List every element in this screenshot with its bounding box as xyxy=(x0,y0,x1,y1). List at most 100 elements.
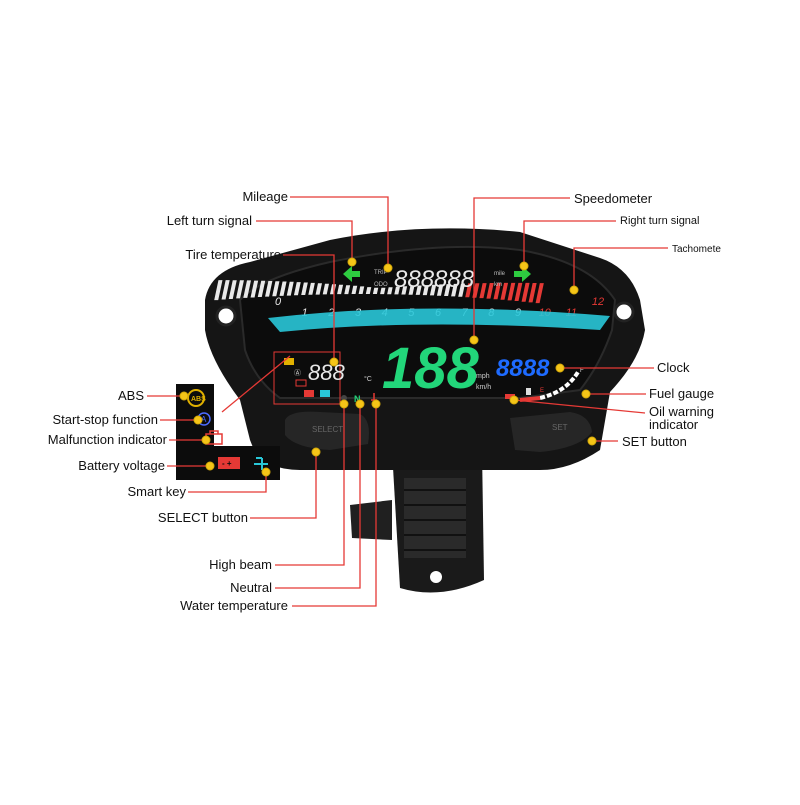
label-tachometer: Tachomete xyxy=(672,244,721,255)
tach-bar xyxy=(243,280,251,298)
unit-mph: mph xyxy=(476,373,490,380)
speed-display: 188 mph km/h xyxy=(380,336,491,401)
unit-kmh: km/h xyxy=(476,384,491,391)
battery-light-icon xyxy=(304,390,314,397)
label-smart-key: Smart key xyxy=(127,484,186,499)
tach-bar xyxy=(344,285,351,295)
accent-bar xyxy=(268,308,610,332)
label-oil-warning-line1: Oil warning xyxy=(649,404,715,419)
label-tire-temperature: Tire temperature xyxy=(185,247,281,262)
tach-bar xyxy=(458,283,466,297)
tach-bar xyxy=(514,282,523,301)
trip-label: TRIP xyxy=(374,270,388,276)
tach-bar xyxy=(528,283,537,303)
tach-bar xyxy=(444,284,451,297)
tach-bar xyxy=(436,284,444,296)
mounting-bracket xyxy=(350,450,484,593)
set-button-housing xyxy=(510,412,592,452)
tach-bar xyxy=(265,281,273,297)
label-clock: Clock xyxy=(657,360,690,375)
speed-digits: 188 xyxy=(382,336,480,401)
tach-bar xyxy=(257,280,266,298)
tach-bar xyxy=(415,285,422,295)
tach-bar xyxy=(486,283,494,299)
abs-icon-glyph: ABS xyxy=(191,396,206,403)
right-turn-arrow-icon xyxy=(514,266,531,282)
tach-bar xyxy=(521,282,530,302)
tach-bar xyxy=(228,280,237,300)
tach-bar xyxy=(493,282,501,300)
label-start-stop-function: Start-stop function xyxy=(52,412,159,427)
tach-scale-label: 12 xyxy=(592,296,604,308)
tach-bar xyxy=(308,282,315,295)
tach-bar xyxy=(272,281,280,297)
start-stop-light-icon: Ⓐ xyxy=(294,369,301,377)
label-speedometer: Speedometer xyxy=(574,191,653,206)
tach-bar xyxy=(394,286,400,295)
tach-bar xyxy=(408,285,415,295)
tach-bar xyxy=(221,280,230,300)
tach-bar xyxy=(250,280,259,298)
label-set-button: SET button xyxy=(622,434,687,449)
label-battery-voltage: Battery voltage xyxy=(78,458,165,473)
unit-miles: mile xyxy=(494,271,506,277)
abs-light-icon xyxy=(284,358,294,365)
fuel-pump-icon xyxy=(526,388,531,395)
tach-bar xyxy=(500,282,509,300)
odo-label: ODO xyxy=(374,282,388,288)
label-mileage: Mileage xyxy=(242,189,288,204)
tach-bar xyxy=(401,286,408,295)
odometer: TRIP ODO 888888 mile km xyxy=(374,266,506,293)
select-print: SELECT xyxy=(312,425,343,434)
tach-bar xyxy=(535,283,544,304)
warning-lights-cluster: Ⓐ xyxy=(273,351,341,405)
tach-bar xyxy=(315,283,322,295)
fuel-empty-mark: E xyxy=(540,388,544,394)
tach-scale-label: 11 xyxy=(566,307,577,319)
tach-bar xyxy=(429,284,437,296)
label-oil-warning: Oil warning indicator xyxy=(649,405,714,431)
tach-scale-label: 0 xyxy=(275,296,282,308)
tach-bar xyxy=(236,280,244,299)
tachometer-bars xyxy=(214,280,544,304)
odometer-digits: 888888 xyxy=(394,266,475,293)
temperature-digits: 888 xyxy=(308,360,345,385)
select-button-housing xyxy=(285,411,369,450)
smart-key-icon xyxy=(254,457,268,470)
tach-bar xyxy=(337,284,344,295)
temperature-unit: °C xyxy=(364,375,372,383)
label-right-turn-signal: Right turn signal xyxy=(620,215,700,227)
unit-km: km xyxy=(494,282,502,288)
tach-bar xyxy=(322,283,329,295)
tach-bar xyxy=(479,283,487,299)
engine-light-icon xyxy=(295,379,307,387)
key-light-icon xyxy=(320,390,330,397)
tach-bar xyxy=(279,281,287,296)
tach-bar xyxy=(380,287,386,295)
tach-bar xyxy=(465,283,473,298)
label-malfunction-indicator: Malfunction indicator xyxy=(47,432,167,447)
label-abs: ABS xyxy=(117,388,144,403)
battery-icon xyxy=(218,457,240,469)
label-water-temperature: Water temperature xyxy=(180,598,288,613)
tach-scale-label: 1 xyxy=(302,307,308,319)
label-neutral: Neutral xyxy=(230,580,272,595)
start-stop-icon-glyph: A xyxy=(201,415,207,424)
clock-digits: 8888 xyxy=(496,355,550,382)
high-beam-lamp-icon xyxy=(341,395,347,401)
label-oil-warning-line2: indicator xyxy=(649,417,699,432)
neutral-lamp-icon: N xyxy=(354,394,361,404)
fuel-full-mark: F xyxy=(580,368,584,374)
label-select-button: SELECT button xyxy=(157,510,248,525)
tach-bar xyxy=(507,282,516,301)
label-high-beam: High beam xyxy=(209,557,272,572)
tach-bar xyxy=(214,280,223,301)
left-turn-arrow-icon xyxy=(343,266,360,282)
callout-dots xyxy=(179,257,597,477)
tach-bar xyxy=(365,287,372,295)
leader-lines xyxy=(147,196,668,607)
tach-bar xyxy=(422,285,429,296)
tach-bar xyxy=(286,281,294,296)
tach-bar xyxy=(358,286,365,294)
